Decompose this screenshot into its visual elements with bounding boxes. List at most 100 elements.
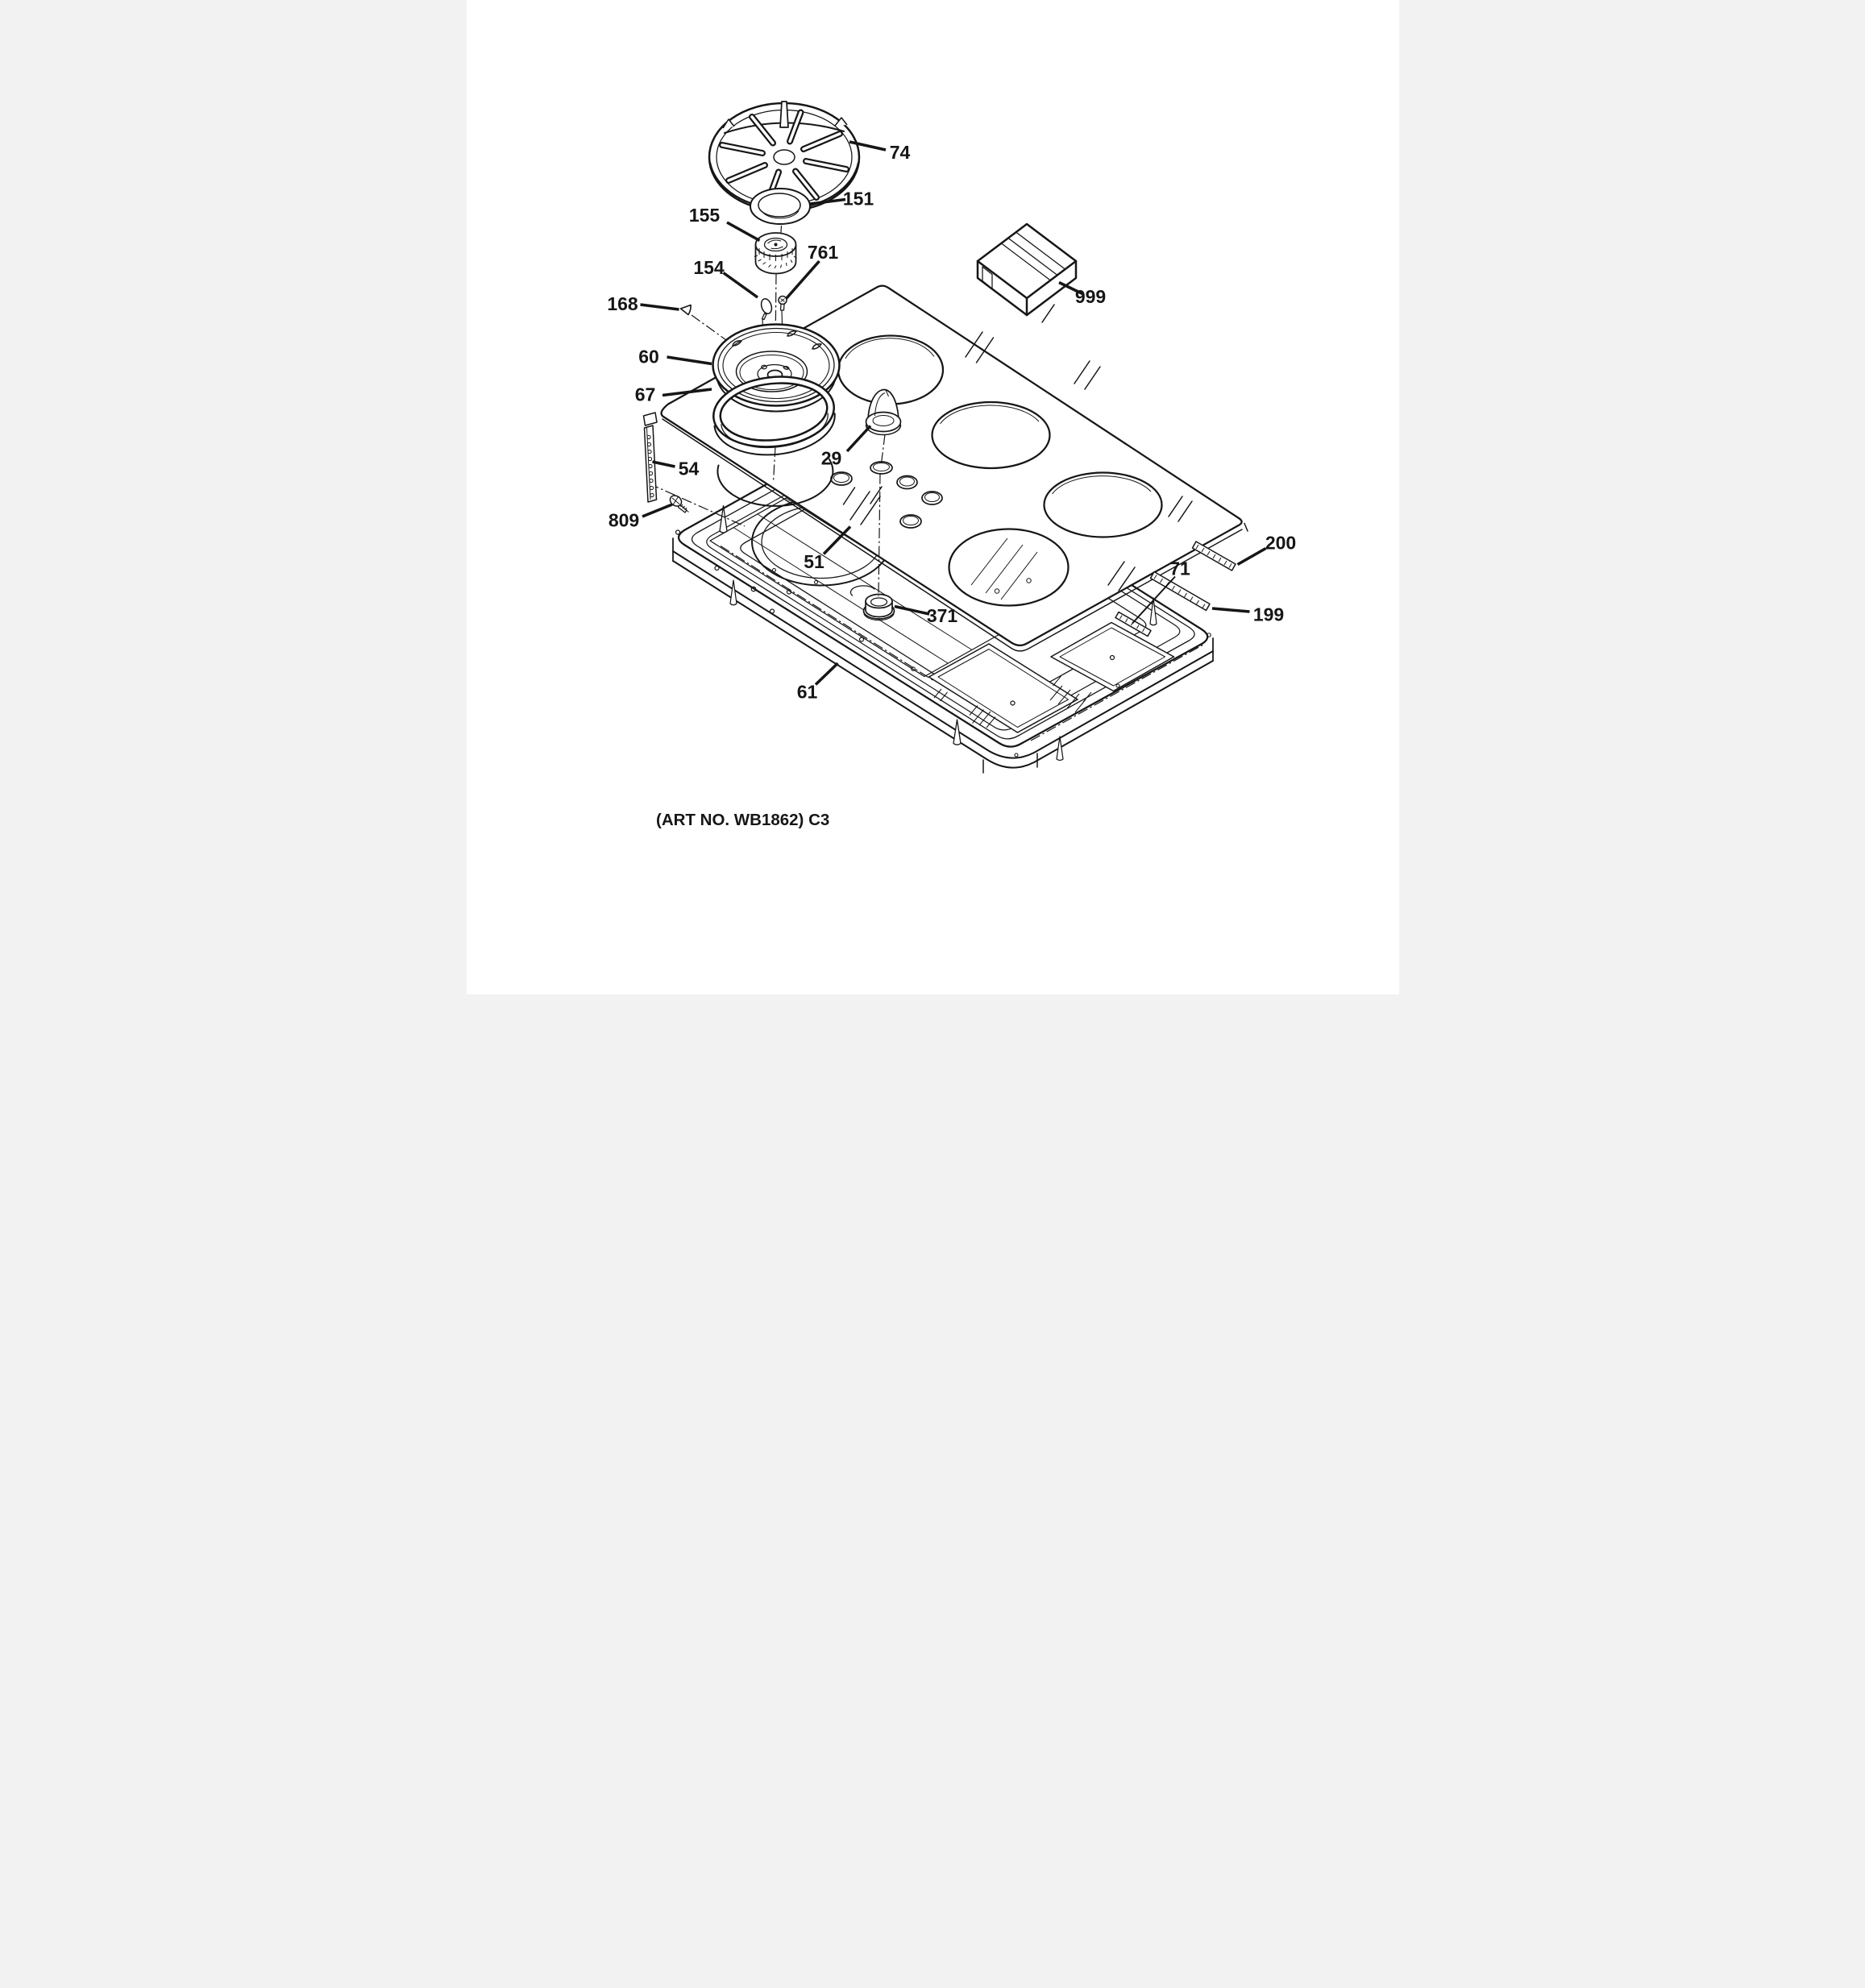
part-label-54: 54: [678, 459, 699, 479]
burner-axis-line: [779, 225, 782, 239]
part-labels: 74 151 155 154 761 168 60 67 29 54 809 5…: [607, 142, 1296, 703]
base-rim-hook: [811, 343, 822, 350]
literature-package: [976, 222, 1077, 317]
part-label-61: 61: [796, 682, 817, 703]
glass-opening-edge: [1051, 475, 1151, 495]
part-label-151: 151: [842, 189, 874, 210]
pan-box-hole: [1109, 654, 1115, 661]
base-igniter-hook: [782, 366, 790, 370]
burner-axis-line: [774, 273, 777, 354]
pan-burner-box: [1049, 621, 1174, 692]
glass-opening-edge: [939, 405, 1039, 425]
glass-burner-opening-4: [947, 528, 1070, 607]
retainer-clip: [679, 304, 692, 316]
leader-74: [849, 140, 886, 151]
glass-corner-bevel: [1243, 522, 1248, 532]
mounting-bracket: [642, 412, 658, 503]
base-rim-hook: [786, 330, 797, 337]
leader-54: [651, 460, 675, 468]
glass-opening-edge: [845, 338, 934, 359]
part-label-371: 371: [926, 605, 957, 626]
leader-151: [809, 197, 845, 205]
burner-grate: [708, 101, 860, 213]
part-label-51: 51: [804, 551, 825, 572]
grate-center-post: [779, 101, 789, 128]
part-label-67: 67: [634, 384, 655, 405]
leader-761: [784, 259, 820, 300]
leader-29: [845, 425, 871, 453]
part-label-154: 154: [693, 257, 725, 278]
leader-155: [725, 221, 760, 243]
part-label-999: 999: [1074, 286, 1105, 307]
leader-199: [1211, 607, 1250, 613]
seal-strip-200: [1191, 541, 1236, 571]
leader-999: [1057, 280, 1083, 296]
grate-tab: [833, 117, 848, 127]
part-label-74: 74: [889, 142, 910, 163]
pan-locator-pins: [718, 504, 1157, 762]
part-label-199: 199: [1252, 604, 1283, 625]
base-rim-hook: [731, 340, 742, 347]
leader-71: [1131, 575, 1176, 625]
burner-axis-line: [772, 446, 776, 483]
leader-51: [822, 525, 851, 555]
pan-grommet-hole: [849, 585, 875, 596]
glass-burner-opening-5: [716, 459, 833, 507]
part-label-809: 809: [608, 510, 638, 531]
pan-burner-box-inner: [937, 649, 1069, 728]
leader-61: [814, 662, 839, 686]
bracket-axis-line: [648, 483, 745, 527]
grate-finger-highlights: [720, 110, 848, 204]
pan-platform-line: [757, 513, 972, 650]
grommet-inner: [870, 597, 887, 607]
pan-skirt-line-1: [671, 550, 1214, 759]
screw-809: [669, 495, 689, 513]
bracket-holes: [646, 434, 654, 498]
part-label-29: 29: [820, 448, 841, 469]
pan-box-hole: [1009, 700, 1016, 706]
grate-tab: [721, 118, 735, 129]
base-electrode-hole: [760, 364, 767, 370]
leader-200: [1236, 546, 1266, 567]
grommet-flange-edge: [863, 613, 894, 621]
leader-67: [662, 388, 712, 397]
clip-axis-line: [691, 314, 726, 341]
valve-axis-line: [877, 473, 881, 597]
support-rail-71: [1114, 611, 1152, 637]
leader-809: [641, 503, 673, 518]
glass-burner-opening-3: [1042, 471, 1163, 538]
glass-edge-thickness: [661, 418, 1243, 652]
glass-burner-opening-2: [930, 401, 1051, 470]
grommet: [849, 585, 895, 621]
glass-shine-marks: [842, 304, 1193, 591]
burner-head-ports: [754, 248, 797, 269]
pan-skirt-line-2: [671, 560, 1214, 769]
pan-hatch-marks: [933, 675, 1091, 728]
package-tab: [981, 266, 993, 289]
glass-opening-4-hatch: [970, 537, 1037, 600]
exploded-parts-diagram: 74 151 155 154 761 168 60 67 29 54 809 5…: [466, 0, 1399, 994]
pan-platform-line: [733, 527, 948, 664]
pan-holes: [675, 529, 1211, 757]
part-label-155: 155: [688, 205, 720, 226]
pan-centerline: [1030, 644, 1203, 741]
burner-head: [754, 232, 797, 275]
part-label-761: 761: [807, 242, 838, 263]
leader-154: [721, 272, 758, 299]
leader-lines: [639, 140, 1266, 686]
pan-burner-box-inner: [1059, 627, 1165, 687]
leader-168: [639, 303, 679, 311]
trim-ring: [712, 376, 836, 456]
part-label-60: 60: [638, 347, 659, 367]
art-number-note: (ART NO. WB1862) C3: [656, 811, 829, 829]
burner-cap: [749, 188, 811, 225]
leader-371: [894, 604, 929, 616]
pan-burner-box: [928, 643, 1078, 733]
leader-60: [666, 355, 712, 366]
part-label-71: 71: [1169, 558, 1190, 579]
valve-axis-line: [880, 434, 886, 464]
pan-centerline: [720, 545, 934, 682]
glass-valve-holes: [829, 461, 943, 529]
parts-diagram-page: 74 151 155 154 761 168 60 67 29 54 809 5…: [466, 0, 1399, 994]
part-label-200: 200: [1265, 533, 1295, 554]
